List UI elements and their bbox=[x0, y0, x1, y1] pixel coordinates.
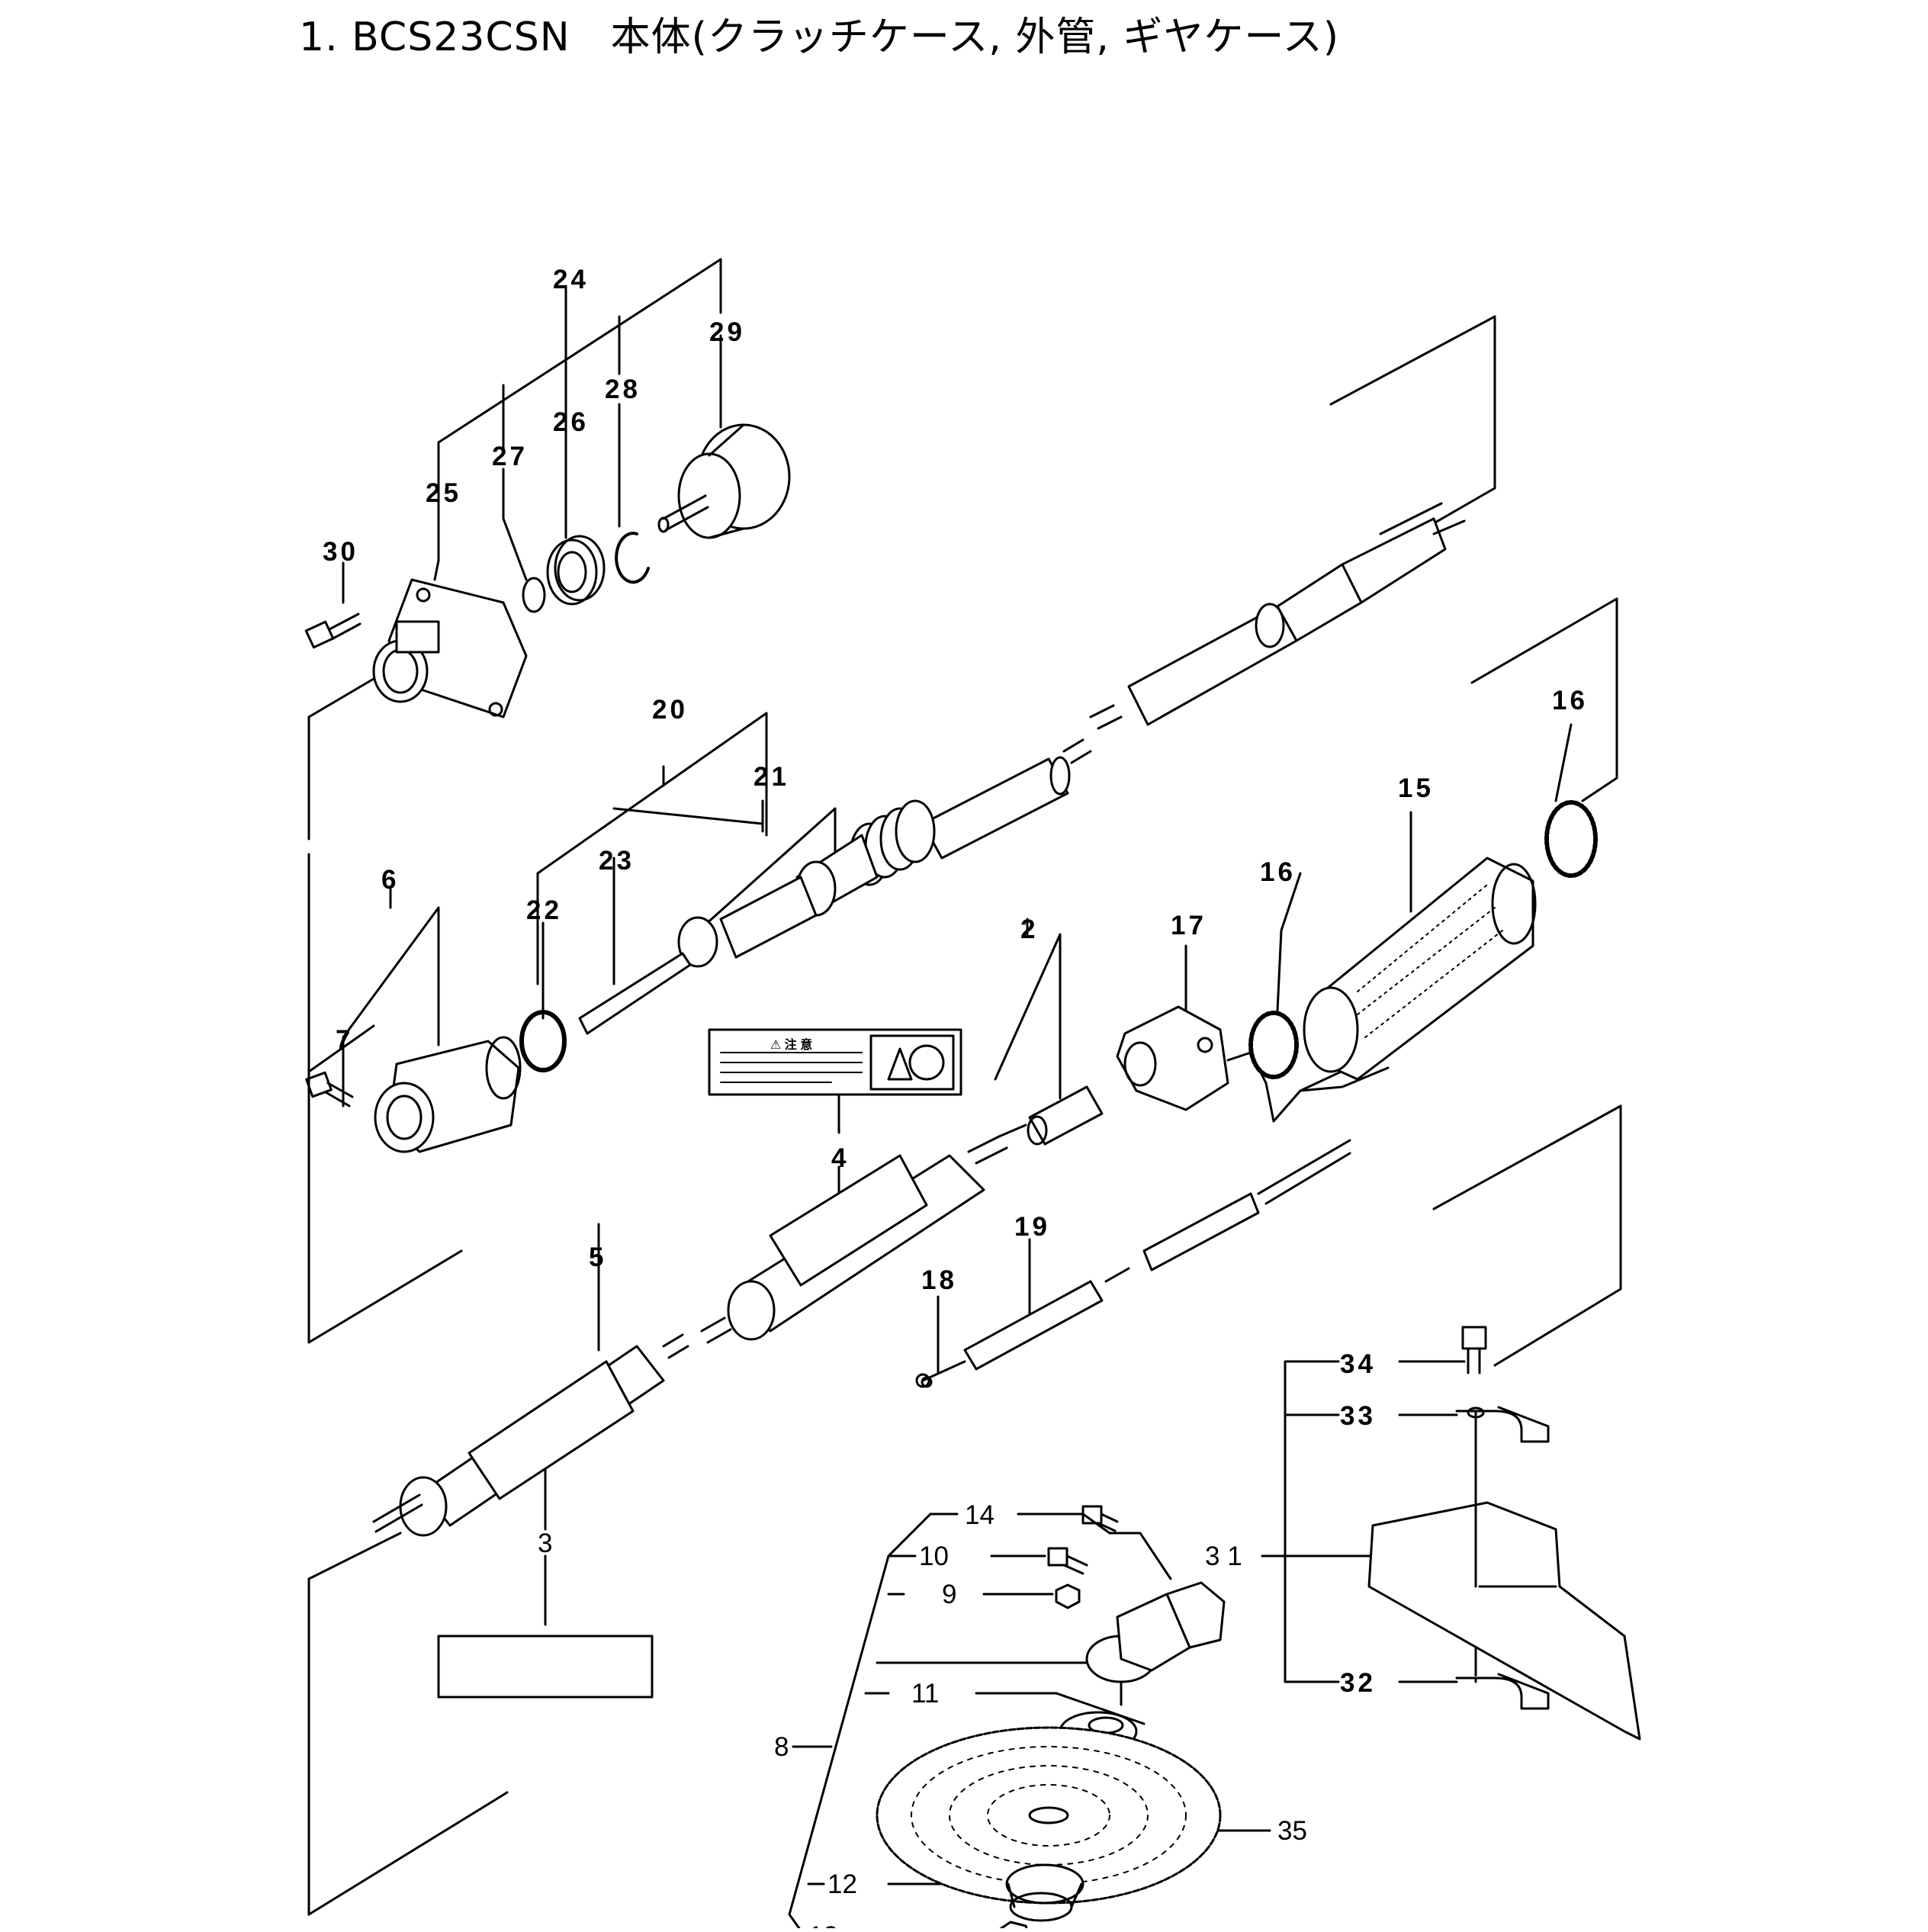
part-4-warning-label bbox=[708, 1028, 962, 1096]
label-31: 3 1 bbox=[1205, 1541, 1242, 1571]
part-5-main-pipe bbox=[372, 1333, 689, 1537]
warning-label-header: ⚠ 注 意 bbox=[770, 1037, 812, 1052]
label-29: 29 bbox=[709, 317, 745, 347]
label-14: 14 bbox=[965, 1500, 995, 1530]
leader-lines bbox=[342, 258, 1573, 1932]
part-21-pipe-assembly bbox=[578, 738, 1092, 1035]
label-23: 23 bbox=[599, 846, 635, 876]
label-20: 20 bbox=[652, 695, 688, 725]
label-19: 19 bbox=[1014, 1212, 1050, 1242]
part-34-bolt bbox=[1461, 1326, 1487, 1374]
part-19-throttle-cable bbox=[915, 1139, 1351, 1388]
label-18: 18 bbox=[921, 1265, 957, 1295]
label-12: 12 bbox=[827, 1869, 857, 1899]
part-6-holder bbox=[374, 1036, 522, 1153]
label-26: 26 bbox=[553, 407, 589, 437]
label-5: 5 bbox=[589, 1242, 606, 1272]
label-9: 9 bbox=[942, 1580, 956, 1609]
part-10-bolt bbox=[1047, 1547, 1088, 1575]
part-15-grip bbox=[1303, 857, 1537, 1081]
part-30-bolt bbox=[304, 612, 362, 649]
label-10: 10 bbox=[919, 1541, 949, 1571]
part-16-ring-b bbox=[1544, 800, 1598, 878]
label-16-a: 16 bbox=[1260, 857, 1296, 887]
label-30: 30 bbox=[323, 537, 358, 567]
label-21: 21 bbox=[754, 762, 789, 792]
part-upper-drive-shaft bbox=[1089, 502, 1466, 730]
label-16-b: 16 bbox=[1552, 686, 1588, 715]
part-9-nut bbox=[1055, 1583, 1081, 1609]
part-25-clutch-case bbox=[372, 578, 528, 718]
label-7: 7 bbox=[336, 1025, 353, 1055]
page-title: 1. BCS23CSN 本体(クラッチケース, 外管, ギヤケース) bbox=[299, 14, 1340, 60]
label-8: 8 bbox=[774, 1732, 789, 1762]
part-16-ring-a bbox=[1248, 1011, 1299, 1079]
label-27: 27 bbox=[492, 442, 528, 471]
label-32: 32 bbox=[1340, 1668, 1376, 1698]
part-12-holder bbox=[1005, 1863, 1084, 1922]
label-33: 33 bbox=[1340, 1401, 1376, 1431]
part-33-clamp bbox=[1455, 1406, 1550, 1443]
part-gear-case bbox=[1085, 1581, 1226, 1706]
part-27-ring bbox=[522, 577, 546, 613]
part-labels: 24 29 28 26 27 25 30 20 21 16 15 23 16 6… bbox=[323, 265, 1588, 1932]
part-28-circlip bbox=[615, 532, 650, 584]
part-22-o-ring bbox=[519, 1010, 567, 1072]
label-6: 6 bbox=[381, 865, 399, 895]
part-32-clamp bbox=[1455, 1673, 1550, 1710]
label-24: 24 bbox=[553, 265, 589, 294]
label-3: 3 bbox=[538, 1529, 552, 1558]
label-34: 34 bbox=[1340, 1349, 1376, 1379]
part-lower-pipe bbox=[700, 1135, 1008, 1344]
part-14-bolt bbox=[1081, 1505, 1119, 1532]
part-2-coupler bbox=[998, 1085, 1104, 1146]
label-4: 4 bbox=[831, 1143, 849, 1173]
part-3-label-plate bbox=[437, 1635, 654, 1699]
label-35: 35 bbox=[1277, 1816, 1307, 1846]
part-29-clutch-drum bbox=[657, 423, 791, 539]
label-15: 15 bbox=[1398, 773, 1434, 803]
label-2: 2 bbox=[1020, 915, 1038, 944]
label-11: 11 bbox=[911, 1679, 939, 1709]
part-26-bearing bbox=[546, 535, 606, 606]
label-28: 28 bbox=[605, 375, 641, 404]
label-25: 25 bbox=[426, 478, 461, 508]
part-18-cable-end bbox=[921, 1376, 933, 1388]
label-22: 22 bbox=[526, 895, 562, 925]
part-13-nut bbox=[998, 1921, 1030, 1932]
label-13: 13 bbox=[808, 1921, 838, 1928]
label-17: 17 bbox=[1171, 911, 1207, 940]
part-7-bolt bbox=[305, 1071, 354, 1107]
part-31-guard bbox=[1367, 1497, 1641, 1741]
guide-lines bbox=[307, 315, 1622, 1916]
